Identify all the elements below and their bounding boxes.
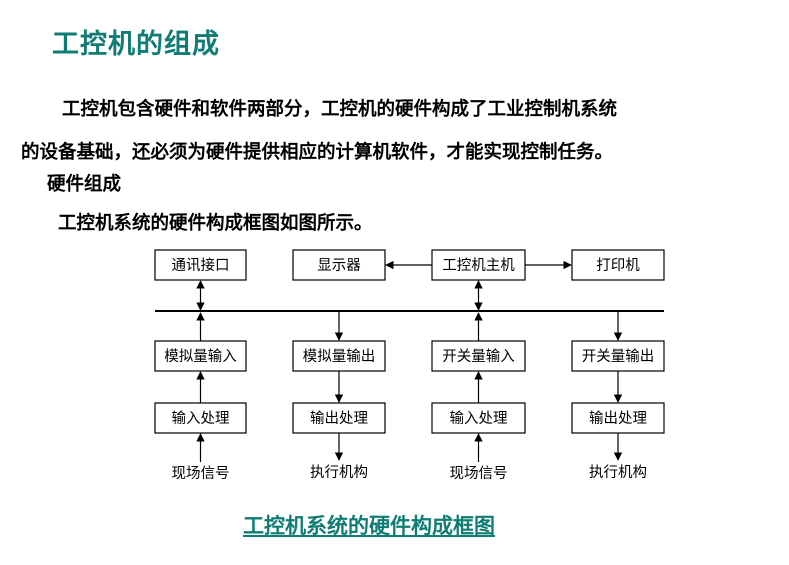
paragraph-line-1: 工控机包含硬件和软件两部分，工控机的硬件构成了工业控制机系统: [62, 99, 618, 120]
output-processing-label-1: 输出处理: [310, 410, 368, 427]
paragraph-line-2: 的设备基础，还必须为硬件提供相应的计算机软件，才能实现控制任务。: [21, 142, 614, 163]
slide-title: 工控机的组成: [52, 29, 220, 60]
analog-input-label: 模拟量输入: [164, 348, 237, 365]
input-processing-label-2: 输入处理: [450, 410, 508, 427]
field-signal-label-2: 现场信号: [450, 465, 508, 482]
analog-output-label: 模拟量输出: [303, 348, 376, 365]
input-processing-box-2: 输入处理: [431, 402, 526, 434]
digital-output-box: 开关量输出: [571, 340, 665, 372]
diagram-caption: 工控机系统的硬件构成框图: [243, 514, 495, 538]
digital-input-box: 开关量输入: [431, 340, 526, 372]
input-processing-box-1: 输入处理: [154, 402, 247, 434]
printer-box: 打印机: [571, 249, 665, 281]
output-processing-label-2: 输出处理: [589, 410, 647, 427]
actuator-label-1: 执行机构: [310, 464, 368, 481]
analog-input-box: 模拟量输入: [154, 340, 247, 372]
diagram-intro: 工控机系统的硬件构成框图如图所示。: [58, 213, 373, 234]
comm-interface-label: 通讯接口: [172, 257, 230, 274]
actuator-label-2: 执行机构: [589, 464, 647, 481]
analog-output-box: 模拟量输出: [292, 340, 386, 372]
comm-interface-box: 通讯接口: [154, 249, 247, 281]
host-box: 工控机主机: [431, 249, 526, 281]
output-processing-box-1: 输出处理: [292, 402, 386, 434]
printer-label: 打印机: [596, 257, 640, 274]
field-signal-label-1: 现场信号: [172, 465, 230, 482]
host-label: 工控机主机: [442, 257, 515, 274]
digital-output-label: 开关量输出: [582, 348, 655, 365]
display-label: 显示器: [317, 258, 361, 274]
digital-input-label: 开关量输入: [442, 348, 515, 365]
display-box: 显示器: [292, 249, 386, 281]
hardware-heading: 硬件组成: [47, 174, 122, 195]
input-processing-label-1: 输入处理: [172, 410, 230, 427]
output-processing-box-2: 输出处理: [571, 402, 665, 434]
